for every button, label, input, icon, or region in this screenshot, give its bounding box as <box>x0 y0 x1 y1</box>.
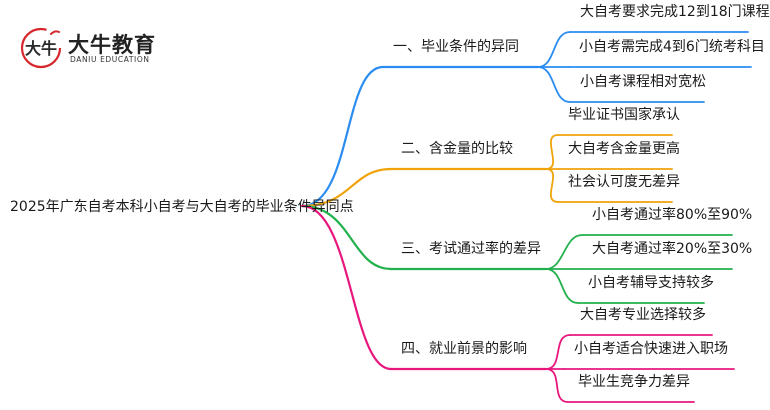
connector-branch-2-leaf-3 <box>545 168 559 203</box>
leaf-label-2-2: 大自考含金量更高 <box>568 141 680 157</box>
logo-mark-text: 大牛 <box>25 39 57 58</box>
leaf-label-1-2: 小自考需完成4到6门统考科目 <box>579 39 765 55</box>
connector-branch-1-leaf-1 <box>537 31 571 68</box>
brand-subtitle: DANIU EDUCATION <box>70 55 150 64</box>
leaf-label-3-1: 小自考通过率80%至90% <box>592 207 753 223</box>
connector-root-branch-4 <box>300 204 393 371</box>
connector-branch-3-leaf-1 <box>545 234 583 270</box>
connector-branch-3-leaf-3 <box>545 268 579 304</box>
leaf-label-2-3: 社会认可度无差异 <box>568 174 680 190</box>
mind-map: 大牛 大牛教育 DANIU EDUCATION 2025年广东自考本科小自考与大… <box>10 4 770 403</box>
leaf-label-4-1: 大自考专业选择较多 <box>580 307 706 323</box>
leaf-label-4-2: 小自考适合快速进入职场 <box>574 341 728 357</box>
connector-root-branch-1 <box>300 65 385 208</box>
connector-branch-4-leaf-1 <box>545 334 571 370</box>
leaf-label-4-3: 毕业生竞争力差异 <box>578 374 690 390</box>
connector-branch-2-leaf-1 <box>545 134 559 170</box>
branch-label-2: 二、含金量的比较 <box>401 141 513 157</box>
brand-name: 大牛教育 <box>68 33 156 57</box>
connector-branch-4-leaf-3 <box>545 368 569 403</box>
branch-label-1: 一、毕业条件的异同 <box>393 39 519 55</box>
leaf-label-2-1: 毕业证书国家承认 <box>568 107 680 123</box>
logo-mark-icon: 大牛 <box>20 27 62 69</box>
brand-logo: 大牛 大牛教育 DANIU EDUCATION <box>18 24 178 70</box>
leaf-label-3-2: 大自考通过率20%至30% <box>592 241 753 257</box>
connector-branch-1-leaf-3 <box>537 66 571 103</box>
mind-map-connectors <box>300 31 752 403</box>
leaf-label-3-3: 小自考辅导支持较多 <box>588 275 714 291</box>
leaf-label-1-1: 大自考要求完成12到18门课程 <box>580 4 770 20</box>
connector-root-branch-3 <box>300 204 393 271</box>
root-topic: 2025年广东自考本科小自考与大自考的毕业条件异同点 <box>10 199 354 215</box>
branch-label-3: 三、考试通过率的差异 <box>401 241 541 257</box>
leaf-label-1-3: 小自考课程相对宽松 <box>580 74 706 90</box>
connector-root-branch-2 <box>300 167 393 208</box>
branch-label-4: 四、就业前景的影响 <box>401 341 527 357</box>
